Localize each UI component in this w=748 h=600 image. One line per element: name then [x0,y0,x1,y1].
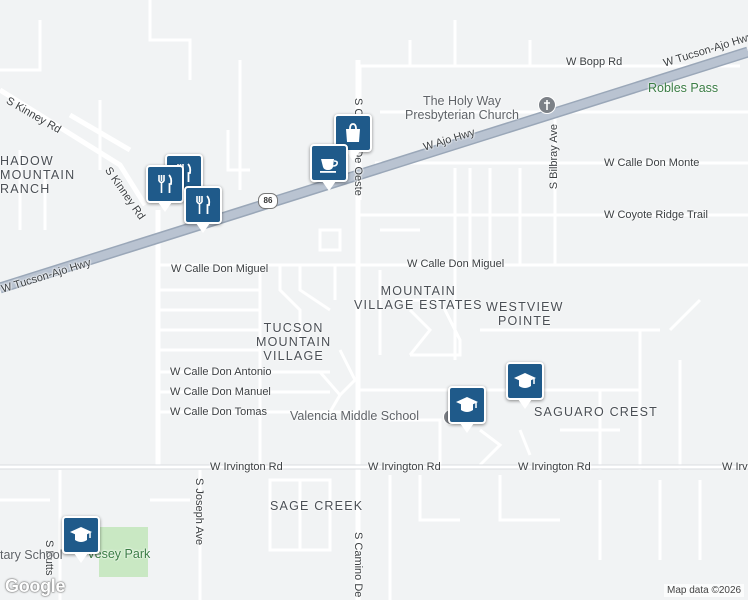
neighborhood-saguaro-crest: SAGUARO CREST [534,405,658,419]
marker-restaurant-2[interactable] [146,165,184,212]
restaurant-icon [158,174,173,193]
coffee-cup-icon [320,159,338,173]
neighborhood-sage-creek: SAGE CREEK [270,499,364,513]
road-label-don-miguel-w: W Calle Don Miguel [171,263,269,275]
map-attribution[interactable]: Map data ©2026 [664,584,745,597]
marker-school-valencia[interactable] [448,386,486,433]
neighborhood-shadow-mountain-ranch: HADOW MOUNTAIN RANCH [0,154,76,196]
school-icon [70,527,92,542]
road-label-joseph: S Joseph Ave [193,478,205,546]
road-label-irvington-3: W Irvington Rd [518,461,591,473]
road-label-coyote-ridge: W Coyote Ridge Trail [604,209,708,221]
poi-label-robles-pass[interactable]: Robles Pass [648,81,719,95]
route-86-shield: 86 [258,193,278,209]
road-label-irvington-1: W Irvington Rd [210,461,283,473]
road-label-don-miguel-e: W Calle Don Miguel [407,258,505,270]
marker-coffee[interactable] [310,144,348,191]
google-logo[interactable]: Google [5,576,66,596]
marker-restaurant-3[interactable] [184,186,222,233]
vesey-park-area [99,527,148,577]
road-label-camino-south: S Camino De [352,532,364,598]
shopping-bag-icon [346,123,360,142]
school-icon [456,397,478,412]
road-label-bilbray-text: S Bilbray Ave [548,124,560,190]
poi-label-elementary-school[interactable]: tary School [0,548,63,562]
road-label-don-antonio: W Calle Don Antonio [170,366,272,378]
restaurant-icon [196,195,211,214]
road-label-don-tomas: W Calle Don Tomas [170,406,267,418]
neighborhood-westview-pointe: WESTVIEW POINTE [486,300,564,328]
neighborhood-mountain-village-estates: MOUNTAIN VILLAGE ESTATES [354,284,483,312]
poi-label-church[interactable]: The Holy Way Presbyterian Church [405,94,519,122]
neighborhood-tucson-mountain-village: TUCSON MOUNTAIN VILLAGE [256,321,332,363]
poi-label-valencia-middle-school[interactable]: Valencia Middle School [290,409,420,423]
road-label-irvington-2: W Irvington Rd [368,461,441,473]
marker-school-saguaro[interactable] [506,362,544,409]
marker-school-elementary[interactable] [62,516,100,563]
road-label-bopp: W Bopp Rd [566,56,623,68]
road-label-don-monte: W Calle Don Monte [604,157,700,169]
road-label-irvington-4: W Irv [722,461,748,473]
poi-label-vesey-park[interactable]: Vesey Park [87,547,151,561]
road-label-don-manuel: W Calle Don Manuel [170,386,271,398]
highway-fill [0,48,748,292]
church-icon[interactable] [538,96,556,114]
school-icon [514,373,536,388]
